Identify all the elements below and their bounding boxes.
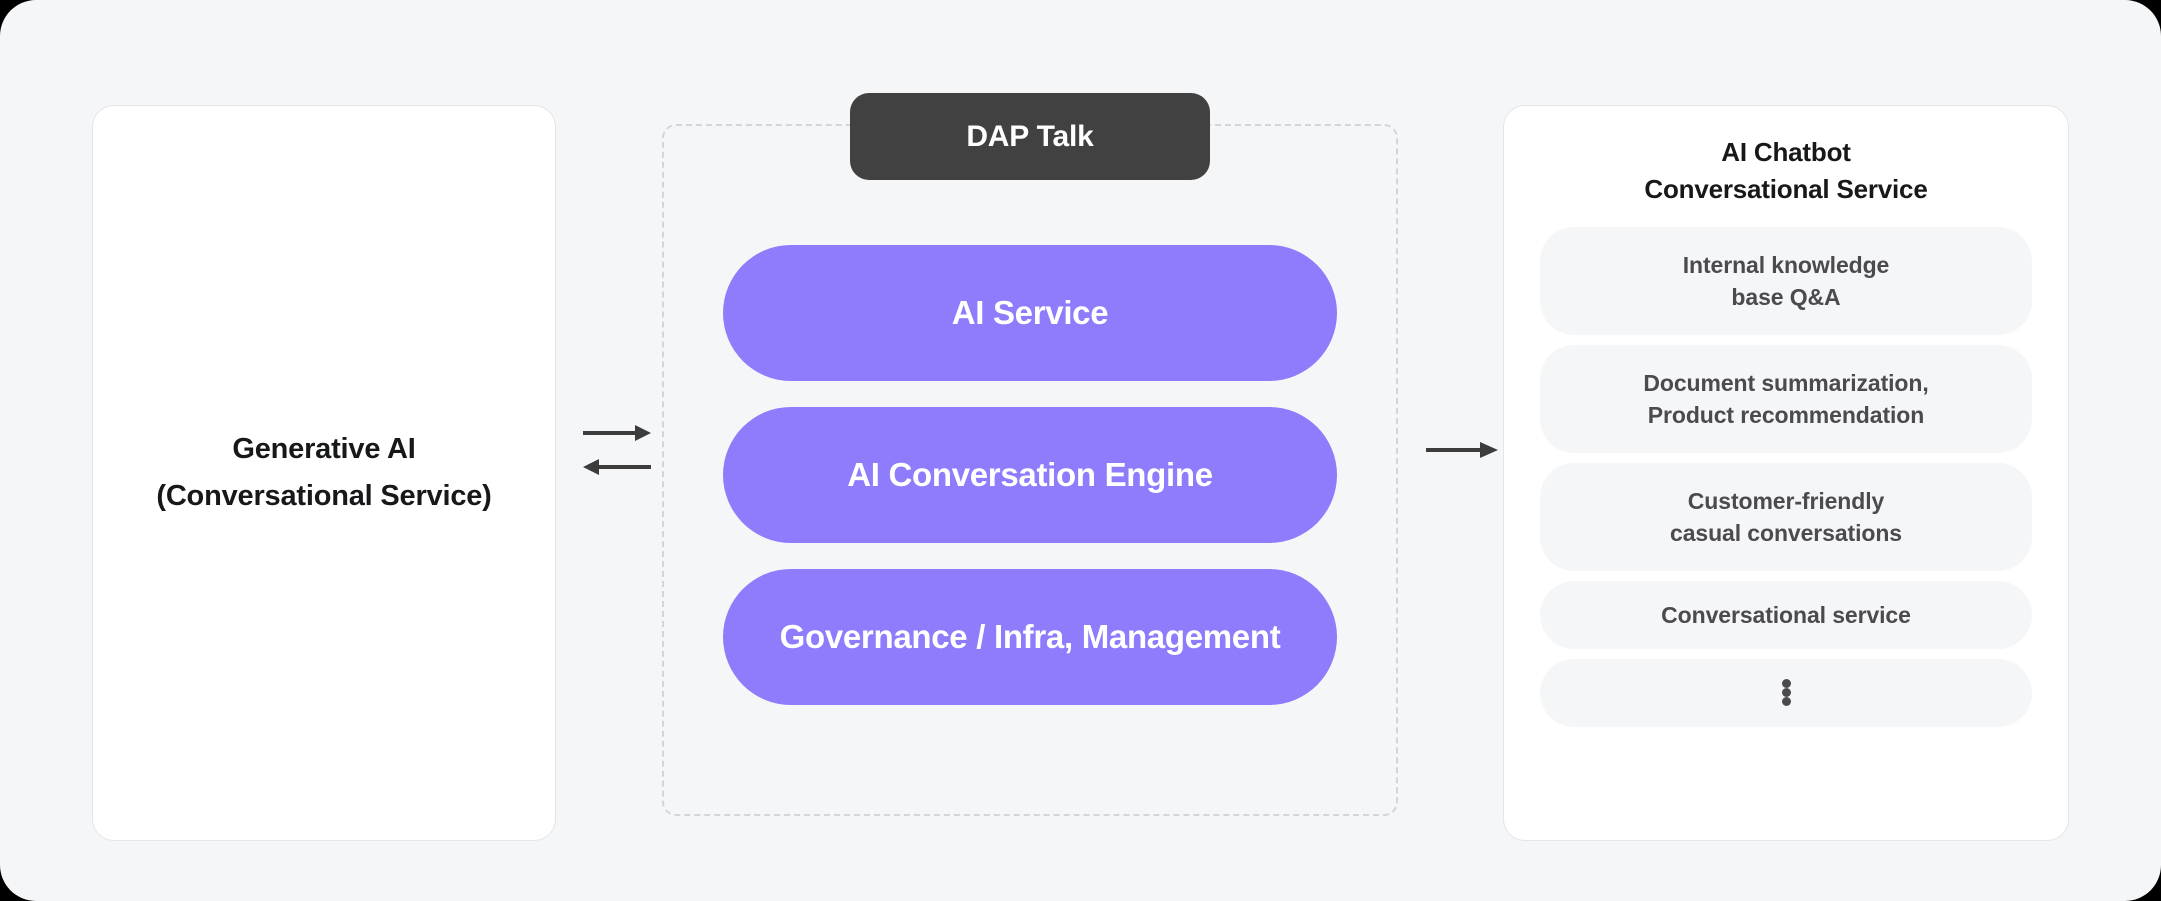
use-case-text: Internal knowledge base Q&A — [1683, 249, 1890, 313]
arrow-left-icon — [581, 458, 653, 476]
layer-pill-ai-conversation-engine[interactable]: AI Conversation Engine — [723, 407, 1337, 543]
bidirectional-arrow-connector — [572, 410, 662, 490]
use-case-line-2: Product recommendation — [1647, 401, 1925, 428]
list-item[interactable]: Customer-friendly casual conversations — [1540, 462, 2032, 571]
list-item[interactable]: Document summarization, Product recommen… — [1540, 344, 2032, 453]
generative-ai-title-line-1: Generative AI — [232, 433, 416, 466]
layer-pill-label: AI Service — [951, 294, 1109, 331]
arrow-right-icon — [581, 424, 653, 442]
use-case-line-1: Customer-friendly — [1687, 487, 1885, 514]
list-item-more[interactable] — [1540, 658, 2032, 727]
layer-pill-governance-infra-management[interactable]: Governance / Infra, Management — [723, 569, 1337, 705]
use-case-list: Internal knowledge base Q&A Document sum… — [1540, 226, 2032, 727]
layer-pill-label: AI Conversation Engine — [847, 456, 1213, 493]
layer-pill-ai-service[interactable]: AI Service — [723, 245, 1337, 381]
use-case-text: Customer-friendly casual conversations — [1670, 485, 1902, 549]
list-item[interactable]: Conversational service — [1540, 580, 2032, 649]
generative-ai-card: Generative AI (Conversational Service) — [92, 105, 556, 841]
use-case-line-2: casual conversations — [1670, 519, 1902, 546]
arrow-right-icon — [1424, 441, 1500, 459]
use-case-line-1: Conversational service — [1661, 601, 1911, 628]
ellipsis-icon — [1781, 679, 1791, 707]
generative-ai-title: Generative AI (Conversational Service) — [156, 426, 491, 520]
use-case-line-1: Internal knowledge — [1682, 251, 1890, 278]
use-case-text: Document summarization, Product recommen… — [1643, 367, 1928, 431]
use-case-line-2: base Q&A — [1731, 283, 1841, 310]
output-arrow-connector — [1412, 410, 1512, 490]
layer-pill-label: Governance / Infra, Management — [779, 618, 1281, 655]
use-case-text: Conversational service — [1661, 599, 1911, 631]
ai-chatbot-title: AI Chatbot Conversational Service — [1540, 134, 2032, 209]
dap-talk-badge: DAP Talk — [850, 93, 1210, 180]
dap-talk-badge-label: DAP Talk — [966, 119, 1094, 153]
ai-chatbot-card: AI Chatbot Conversational Service Intern… — [1503, 105, 2069, 841]
list-item[interactable]: Internal knowledge base Q&A — [1540, 226, 2032, 335]
use-case-line-1: Document summarization, — [1643, 369, 1929, 396]
ai-chatbot-title-line-1: AI Chatbot — [1721, 137, 1851, 167]
ai-chatbot-title-line-2: Conversational Service — [1644, 174, 1928, 205]
generative-ai-title-line-2: (Conversational Service) — [156, 480, 492, 512]
